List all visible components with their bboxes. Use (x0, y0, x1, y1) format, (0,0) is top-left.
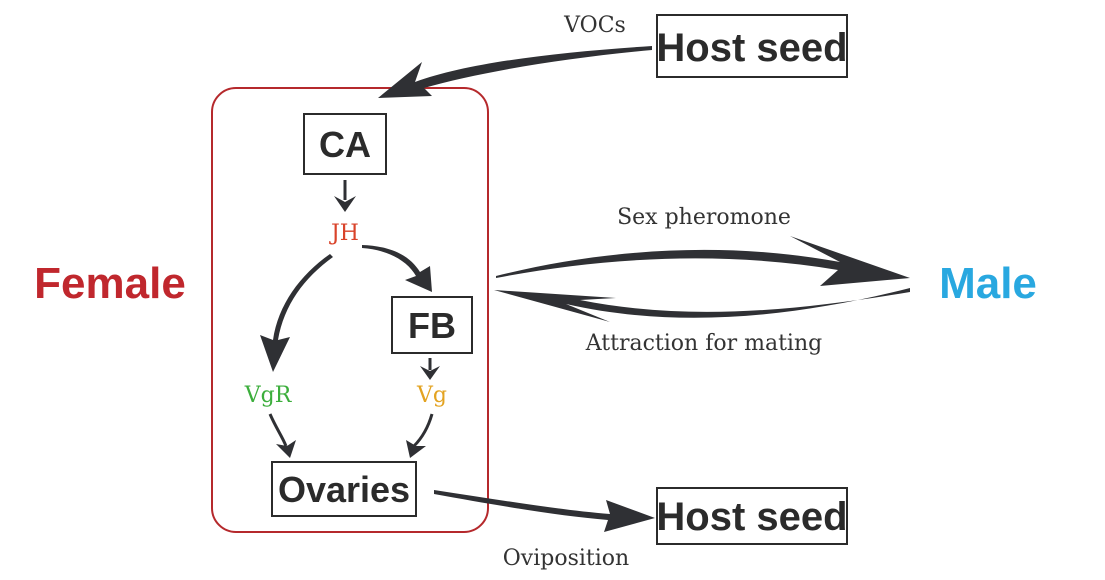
female-label: Female (34, 259, 186, 308)
oviposition-label: Oviposition (503, 546, 629, 571)
host-seed-bottom-label: Host seed (656, 495, 847, 539)
ovaries-label: Ovaries (278, 469, 410, 510)
vocs-arrow (378, 46, 652, 98)
ovaries-box (271, 461, 417, 517)
attraction-arrow (494, 288, 910, 322)
host-seed-top-label: Host seed (656, 26, 847, 70)
fb-node: FB (391, 296, 473, 354)
male-label: Male (939, 259, 1037, 308)
host-seed-bottom-box (656, 487, 848, 545)
jh-to-fb-arrow (362, 245, 432, 292)
vocs-label: VOCs (563, 13, 626, 38)
oviposition-arrow (434, 490, 655, 532)
ca-label: CA (319, 124, 371, 165)
ca-node: CA (303, 113, 387, 175)
female-frame (211, 87, 489, 533)
jh-to-vgr-arrow (260, 254, 333, 372)
ca-box (303, 113, 387, 175)
vg-to-ovaries-arrow (406, 413, 434, 458)
host-seed-top-node: Host seed (656, 14, 848, 78)
sex-pheromone-label: Sex pheromone (617, 205, 791, 230)
fb-to-vg-arrow (420, 358, 440, 380)
sex-pheromone-arrow (496, 236, 910, 286)
fb-label: FB (408, 305, 456, 346)
vg-label: Vg (416, 383, 447, 408)
host-seed-bottom-node: Host seed (656, 487, 848, 545)
ovaries-node: Ovaries (271, 461, 417, 517)
host-seed-top-box (656, 14, 848, 78)
vgr-label: VgR (244, 383, 293, 408)
ca-to-jh-arrow (334, 180, 356, 212)
fb-box (391, 296, 473, 354)
vgr-to-ovaries-arrow (268, 413, 296, 458)
jh-label: JH (329, 221, 359, 246)
attraction-label: Attraction for mating (585, 331, 822, 356)
